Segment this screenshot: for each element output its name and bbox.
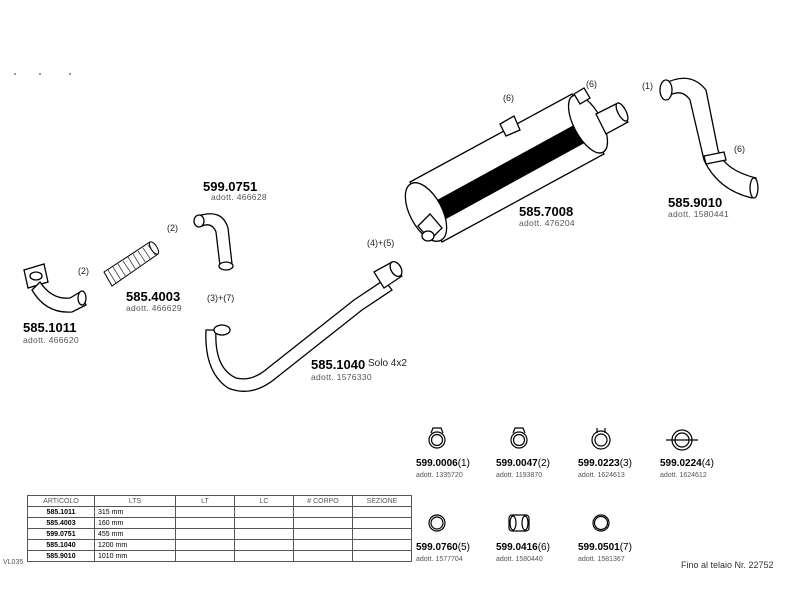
- col-corpo: # CORPO: [293, 495, 353, 507]
- clamp-number-599-0501: 599.0501(7): [578, 542, 632, 553]
- band-clamp-icon: [510, 427, 528, 449]
- front-pipe-drawing: [23, 263, 87, 313]
- cell-articolo: 585.1011: [27, 506, 95, 518]
- table-side-code: VL035: [3, 559, 24, 566]
- band-clamp-icon: [428, 427, 446, 449]
- adott-585-1011: adott. 466620: [23, 335, 79, 345]
- table-row: 585.1040 1200 mm: [27, 539, 412, 551]
- cell-lts: 160 mm: [94, 517, 176, 529]
- adott-585-7008: adott. 476204: [519, 218, 575, 228]
- cell-lt: [175, 517, 235, 529]
- table-row: 599.0751 455 mm: [27, 528, 412, 540]
- cell-lts: 455 mm: [94, 528, 176, 540]
- clamp-number-599-0006: 599.0006(1): [416, 458, 470, 469]
- cell-lc: [234, 539, 294, 551]
- cell-articolo: 585.1040: [27, 539, 95, 551]
- cell-lt: [175, 506, 235, 518]
- col-sezione: SEZIONE: [352, 495, 412, 507]
- callout-585-7008: (4)+(5): [367, 238, 395, 248]
- adott-585-9010: adott. 1580441: [668, 209, 729, 219]
- cell-lts: 1200 mm: [94, 539, 176, 551]
- cell-sezione: [352, 517, 412, 529]
- callout-585-7008-mount-b: (6): [586, 79, 597, 89]
- table-row: 585.9010 1010 mm: [27, 550, 412, 562]
- clamp-number-599-0224: 599.0224(4): [660, 458, 714, 469]
- rubber-mount-icon: [508, 514, 530, 532]
- clamp-adott-599-0416: adott. 1580440: [496, 556, 543, 563]
- cell-lc: [234, 506, 294, 518]
- clamp-adott-599-0006: adott. 1335720: [416, 472, 463, 479]
- article-table: ARTICOLO LTS LT LC # CORPO SEZIONE 585.1…: [27, 495, 412, 562]
- cell-corpo: [293, 539, 353, 551]
- callout-585-9010: (1): [642, 81, 653, 91]
- cell-lt: [175, 550, 235, 562]
- part-number-585-1011: 585.1011: [23, 320, 77, 335]
- table-header-row: ARTICOLO LTS LT LC # CORPO SEZIONE: [27, 495, 412, 507]
- col-lts: LTS: [94, 495, 176, 507]
- clamp-adott-599-0501: adott. 1581367: [578, 556, 625, 563]
- cell-sezione: [352, 528, 412, 540]
- seal-ring-icon: [592, 514, 610, 532]
- callout-585-4003: (2): [78, 266, 89, 276]
- part-number-585-1040: 585.1040: [311, 357, 366, 372]
- muffler-drawing: [404, 87, 629, 243]
- clamp-adott-599-0760: adott. 1577704: [416, 556, 463, 563]
- clamp-adott-599-0223: adott. 1624613: [578, 472, 625, 479]
- table-row: 585.1011 315 mm: [27, 506, 412, 518]
- clamp-adott-599-0047: adott. 1193870: [496, 472, 543, 479]
- cell-sezione: [352, 506, 412, 518]
- cell-lc: [234, 517, 294, 529]
- tail-pipe-drawing: [659, 77, 759, 199]
- callout-599-0751: (2): [167, 223, 178, 233]
- gasket-ring-icon: [428, 514, 446, 532]
- part-number-585-4003: 585.4003: [126, 289, 181, 304]
- long-pipe-drawing: [205, 260, 403, 392]
- callout-585-1040: (3)+(7): [207, 293, 235, 303]
- solo-note-585-1040: Solo 4x2: [368, 358, 407, 369]
- cell-articolo: 599.0751: [27, 528, 95, 540]
- flex-pipe-drawing: [103, 241, 160, 287]
- adott-585-4003: adott. 466629: [126, 303, 182, 313]
- part-number-585-9010: 585.9010: [668, 195, 723, 210]
- flange-clamp-icon: [666, 429, 698, 451]
- cell-articolo: 585.4003: [27, 517, 95, 529]
- part-number-585-7008: 585.7008: [519, 204, 574, 219]
- adott-599-0751: adott. 466628: [211, 192, 267, 202]
- cell-sezione: [352, 539, 412, 551]
- clamp-number-599-0047: 599.0047(2): [496, 458, 550, 469]
- cell-lc: [234, 550, 294, 562]
- elbow-pipe-drawing: [193, 213, 234, 271]
- part-number-599-0751: 599.0751: [203, 179, 258, 194]
- clamp-number-599-0416: 599.0416(6): [496, 542, 550, 553]
- col-lc: LC: [234, 495, 294, 507]
- cell-corpo: [293, 550, 353, 562]
- cell-sezione: [352, 550, 412, 562]
- clamp-number-599-0760: 599.0760(5): [416, 542, 470, 553]
- double-ring-clamp-icon: [591, 428, 611, 450]
- table-row: 585.4003 160 mm: [27, 517, 412, 529]
- cell-articolo: 585.9010: [27, 550, 95, 562]
- col-articolo: ARTICOLO: [27, 495, 95, 507]
- cell-lt: [175, 528, 235, 540]
- adott-585-1040: adott. 1576330: [311, 372, 372, 382]
- clamp-number-599-0223: 599.0223(3): [578, 458, 632, 469]
- callout-585-9010-mount: (6): [734, 144, 745, 154]
- cell-corpo: [293, 528, 353, 540]
- clamp-adott-599-0224: adott. 1624612: [660, 472, 707, 479]
- col-lt: LT: [175, 495, 235, 507]
- cell-lc: [234, 528, 294, 540]
- footer-note: Fino al telaio Nr. 22752: [681, 560, 774, 570]
- cell-lt: [175, 539, 235, 551]
- decorative-dots: [14, 73, 71, 75]
- cell-corpo: [293, 517, 353, 529]
- cell-lts: 315 mm: [94, 506, 176, 518]
- cell-lts: 1010 mm: [94, 550, 176, 562]
- cell-corpo: [293, 506, 353, 518]
- callout-585-7008-mount-a: (6): [503, 93, 514, 103]
